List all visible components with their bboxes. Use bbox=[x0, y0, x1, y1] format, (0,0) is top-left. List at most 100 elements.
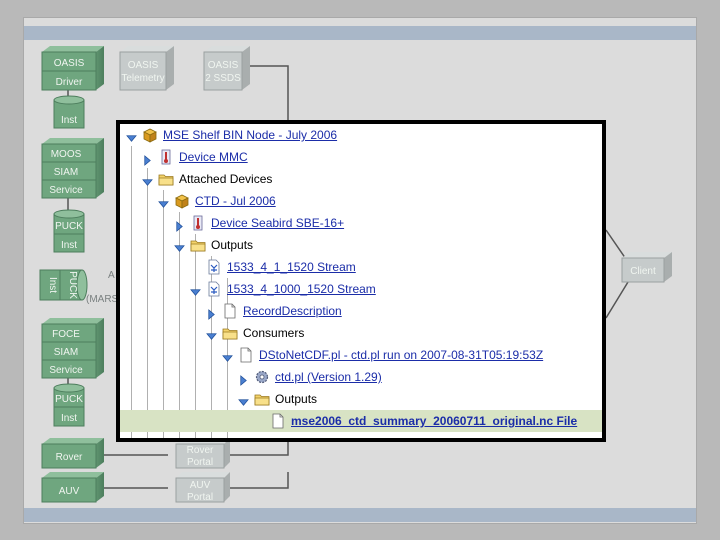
moos-line1: MOOS bbox=[51, 149, 82, 160]
inst-2-bottom-label: Inst bbox=[61, 240, 77, 251]
inst-4-top-label: PUCK bbox=[55, 394, 83, 405]
tree-row[interactable]: DStoNetCDF.pl - ctd.pl run on 2007-08-31… bbox=[120, 344, 602, 366]
tree-node-link[interactable]: 1533_4_1_1520 Stream bbox=[227, 260, 356, 274]
rover-portal-line1: Rover bbox=[187, 445, 214, 456]
foce-line1: FOCE bbox=[52, 329, 80, 340]
collapse-triangle-icon[interactable] bbox=[158, 195, 169, 208]
collapse-triangle-icon[interactable] bbox=[238, 393, 249, 406]
tree-node-link[interactable]: MSE Shelf BIN Node - July 2006 bbox=[163, 128, 338, 142]
tree-node-label: Consumers bbox=[243, 326, 305, 340]
thermometer-icon bbox=[158, 149, 174, 165]
tree-node-link[interactable]: RecordDescription bbox=[243, 304, 342, 318]
tree-guide-line bbox=[211, 256, 212, 438]
folder-icon bbox=[190, 237, 206, 253]
auv-label: AUV bbox=[59, 486, 80, 497]
stream-icon bbox=[206, 281, 222, 297]
document-icon bbox=[270, 413, 286, 429]
tree-row[interactable]: CTD - Jul 2006 bbox=[120, 190, 602, 212]
foce-line2: SIAM bbox=[54, 347, 78, 358]
inst-cylinder-3: Inst PUCK bbox=[39, 269, 88, 301]
box-rover-portal: Rover Portal bbox=[175, 438, 230, 469]
document-icon bbox=[222, 303, 238, 319]
expand-triangle-icon[interactable] bbox=[174, 217, 185, 232]
stream-icon bbox=[206, 259, 222, 275]
package-icon bbox=[174, 193, 190, 209]
side-text-1: A bbox=[108, 270, 115, 281]
tree-row[interactable]: Attached Devices bbox=[120, 168, 602, 190]
collapse-triangle-icon[interactable] bbox=[206, 327, 217, 340]
box-client: Client bbox=[621, 252, 672, 283]
oasis-telemetry-line1: OASIS bbox=[128, 60, 159, 71]
tree-node-link[interactable]: mse2006_ctd_summary_20060711_original.nc… bbox=[291, 414, 578, 428]
inst-cylinder-1: Inst bbox=[53, 95, 85, 129]
box-auv: AUV bbox=[41, 472, 104, 503]
collapse-triangle-icon[interactable] bbox=[126, 129, 137, 142]
tree-row[interactable]: 1533_4_1_1520 Stream bbox=[120, 256, 602, 278]
collapse-triangle-icon[interactable] bbox=[190, 283, 201, 296]
tree-row[interactable]: Outputs bbox=[120, 388, 602, 410]
collapse-triangle-icon[interactable] bbox=[174, 239, 185, 252]
tree-row[interactable]: Consumers bbox=[120, 322, 602, 344]
inst-1-label: Inst bbox=[61, 115, 77, 126]
package-icon bbox=[142, 127, 158, 143]
inst-3-left-label: Inst bbox=[47, 277, 58, 293]
foce-line3: Service bbox=[49, 365, 83, 376]
tree-guide-line bbox=[131, 146, 132, 438]
box-oasis-2ssds: OASIS 2 SSDS bbox=[203, 46, 250, 91]
tree-row[interactable]: Device Seabird SBE-16+ bbox=[120, 212, 602, 234]
client-label: Client bbox=[630, 266, 656, 277]
expand-triangle-icon[interactable] bbox=[238, 371, 249, 386]
tree-node-link[interactable]: Device MMC bbox=[179, 150, 248, 164]
box-oasis-driver: OASIS Driver bbox=[41, 46, 104, 91]
collapse-triangle-icon[interactable] bbox=[142, 173, 153, 186]
tree-row[interactable]: MSE Shelf BIN Node - July 2006 bbox=[120, 124, 602, 146]
oasis-2ssds-line2: 2 SSDS bbox=[205, 73, 241, 84]
tree-guide-line bbox=[163, 190, 164, 438]
side-text-2: (MARS bbox=[86, 294, 119, 305]
inst-cylinder-2: PUCK Inst bbox=[53, 209, 85, 253]
box-oasis-telemetry: OASIS Telemetry bbox=[119, 46, 174, 91]
rover-label: Rover bbox=[56, 452, 83, 463]
box-auv-portal: AUV Portal bbox=[175, 472, 230, 503]
tree-guide-line bbox=[195, 234, 196, 438]
box-rover: Rover bbox=[41, 438, 104, 469]
moos-line2: SIAM bbox=[54, 167, 78, 178]
tree-row[interactable]: RecordDescription bbox=[120, 300, 602, 322]
tree-row-selected[interactable]: mse2006_ctd_summary_20060711_original.nc… bbox=[120, 410, 602, 432]
oasis-telemetry-line2: Telemetry bbox=[121, 73, 164, 84]
tree-node-link[interactable]: CTD - Jul 2006 bbox=[195, 194, 276, 208]
bottom-stripe bbox=[24, 508, 696, 522]
rover-portal-line2: Portal bbox=[187, 457, 213, 468]
oasis-driver-line2: Driver bbox=[56, 77, 83, 88]
tree-node-link[interactable]: 1533_4_1000_1520 Stream bbox=[227, 282, 376, 296]
auv-portal-line2: Portal bbox=[187, 492, 213, 503]
expand-triangle-icon[interactable] bbox=[142, 151, 153, 166]
thermometer-icon bbox=[190, 215, 206, 231]
tree-row[interactable]: ctd.pl (Version 1.29) bbox=[120, 366, 602, 388]
tree-node-label: Attached Devices bbox=[179, 172, 273, 186]
tree-guide-line bbox=[179, 212, 180, 438]
expand-triangle-icon[interactable] bbox=[206, 305, 217, 320]
document-icon bbox=[238, 347, 254, 363]
folder-icon bbox=[158, 171, 174, 187]
top-stripe bbox=[24, 26, 696, 40]
tree-node-link[interactable]: ctd.pl (Version 1.29) bbox=[275, 370, 382, 384]
oasis-driver-line1: OASIS bbox=[54, 58, 85, 69]
inst-4-bottom-label: Inst bbox=[61, 413, 77, 424]
tree-row[interactable]: Outputs bbox=[120, 234, 602, 256]
tree-row[interactable]: 1533_4_1000_1520 Stream bbox=[120, 278, 602, 300]
tree-node-link[interactable]: Device Seabird SBE-16+ bbox=[211, 216, 345, 230]
tree-row[interactable]: Device MMC bbox=[120, 146, 602, 168]
inst-cylinder-4: PUCK Inst bbox=[53, 383, 85, 427]
folder-icon bbox=[222, 325, 238, 341]
tree-node-label: Outputs bbox=[275, 392, 318, 406]
tree-node-link[interactable]: DStoNetCDF.pl - ctd.pl run on 2007-08-31… bbox=[259, 348, 544, 362]
collapse-triangle-icon[interactable] bbox=[222, 349, 233, 362]
inst-3-right-label: PUCK bbox=[67, 271, 78, 299]
tree-guide-line bbox=[147, 168, 148, 438]
oasis-2ssds-line1: OASIS bbox=[208, 60, 239, 71]
folder-icon bbox=[254, 391, 270, 407]
